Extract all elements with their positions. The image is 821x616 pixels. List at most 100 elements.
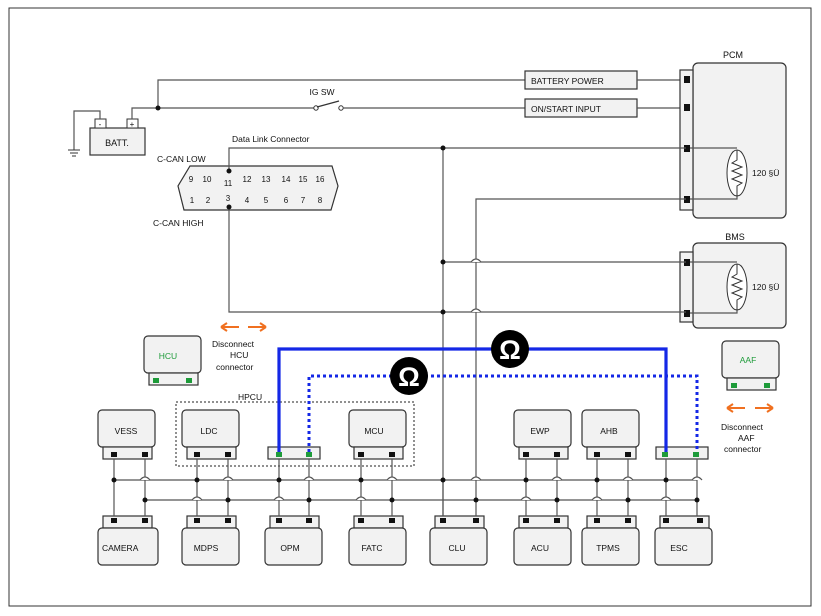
dlc-pin-number: 10 [203, 175, 212, 184]
on-start-label: ON/START INPUT [531, 104, 601, 114]
vess-label: VESS [115, 426, 138, 436]
module-ldc: LDC [181, 409, 240, 460]
wire-hop [139, 476, 151, 481]
hcu-connector-pin [153, 378, 159, 383]
junction-dot [142, 497, 148, 503]
tpms-pin [594, 518, 600, 523]
ground-icon [68, 149, 80, 157]
ohmmeter-solid: Ω [491, 330, 529, 368]
ewp-acu-drops [525, 459, 558, 516]
wire-hop [591, 496, 603, 501]
esc-pin [697, 518, 703, 523]
module-mcu: MCU [348, 409, 407, 460]
tpms-box [581, 527, 640, 566]
aaf-connector-pin [764, 383, 770, 388]
bms-resistor [730, 264, 744, 310]
junction-dot [473, 497, 479, 503]
junction-dot [663, 477, 669, 483]
hcu-harness-pin [306, 452, 312, 457]
aaf-connector-pin [731, 383, 737, 388]
wire-hop [355, 496, 367, 501]
dlc-pin-number: 8 [318, 196, 323, 205]
dlc-pin-number: 14 [282, 175, 291, 184]
diagram-frame [8, 7, 812, 607]
bms-module: BMS 120 §Ü [679, 232, 787, 329]
ewp-label: EWP [530, 426, 550, 436]
esc-box [654, 527, 713, 566]
clu-pin [440, 518, 446, 523]
aaf-note-line3: connector [724, 444, 761, 454]
bus-junctions [111, 477, 700, 503]
clu-pin [473, 518, 479, 523]
fatc-pin [358, 518, 364, 523]
junction-dot [111, 477, 117, 483]
dlc-pin-number: 2 [206, 196, 211, 205]
ohmmeter-dotted-symbol: Ω [398, 362, 420, 392]
wire-hop [551, 476, 563, 481]
junction-dot [694, 497, 700, 503]
pcm-pin [684, 104, 690, 111]
wire-hop [691, 476, 703, 481]
hcu-label: HCU [159, 351, 177, 361]
dlc-pin-number: 6 [284, 196, 289, 205]
wire-hop [622, 476, 634, 481]
hcu-harness-pin [276, 452, 282, 457]
ahb-label: AHB [600, 426, 618, 436]
pcm-pin [684, 76, 690, 83]
wire-hop [222, 476, 234, 481]
module-ahb: AHB [581, 409, 640, 460]
junction-dot [276, 477, 282, 483]
junction-dot [554, 497, 560, 503]
module-vess: VESS [97, 409, 156, 460]
ldc-mdps-drops [196, 459, 229, 516]
dlc-pin-number: 7 [301, 196, 306, 205]
module-mdps: MDPS [181, 515, 240, 566]
tpms-pin [625, 518, 631, 523]
hcu-harness-connector [267, 446, 321, 460]
opm-pin [276, 518, 282, 523]
dlc-pin-number: 11 [224, 179, 233, 188]
junction-dot [358, 477, 364, 483]
mcu-fatc-drops [360, 459, 393, 516]
ig-switch-label: IG SW [309, 87, 334, 97]
battery-label: BATT. [105, 138, 129, 148]
pcm-module: PCM 120 §Ü [679, 50, 787, 219]
ohmmeter-dotted-icon [390, 357, 428, 395]
ewp-pin [523, 452, 529, 457]
aaf-label: AAF [740, 355, 757, 365]
opm-box [264, 527, 323, 566]
wire-hop [470, 308, 482, 313]
vess-camera-drops [113, 459, 146, 516]
mcu-pin [358, 452, 364, 457]
hcu-right-arrow-icon [248, 322, 267, 332]
dlc-pin-number: 1 [190, 196, 195, 205]
junction-dot [194, 477, 200, 483]
hcu-module: HCU Disconnect HCU connector [143, 322, 267, 386]
tpms-label: TPMS [596, 543, 620, 553]
dlc-pin-number: 5 [264, 196, 269, 205]
battery-power-label: BATTERY POWER [531, 76, 604, 86]
hcu-note-line2: HCU [230, 350, 248, 360]
bms-resistor-value: 120 §Ü [752, 282, 779, 292]
fatc-pin [389, 518, 395, 523]
aaf-left-arrow-icon [726, 403, 745, 413]
pcm-connector [679, 69, 694, 211]
dlc-can-high-label: C-CAN HIGH [153, 218, 204, 228]
ahb-tpms-drops [596, 459, 629, 516]
junction-dot [440, 259, 446, 265]
esc-pin [663, 518, 669, 523]
module-acu: ACU [513, 515, 572, 566]
hpcu-label: HPCU [238, 392, 262, 402]
module-tpms: TPMS [581, 515, 640, 566]
junction-dot [389, 497, 395, 503]
junction-dot [523, 477, 529, 483]
data-link-connector: Data Link Connector C-CAN LOW C-CAN HIGH… [153, 134, 339, 228]
dlc-pin-number: 15 [299, 175, 308, 184]
fatc-box [348, 527, 407, 566]
ohmmeter-dotted: Ω [390, 357, 428, 395]
bms-pin [684, 310, 690, 317]
camera-pin [111, 518, 117, 523]
aaf-harness-pin [662, 452, 668, 457]
dlc-can-low-label: C-CAN LOW [157, 154, 206, 164]
